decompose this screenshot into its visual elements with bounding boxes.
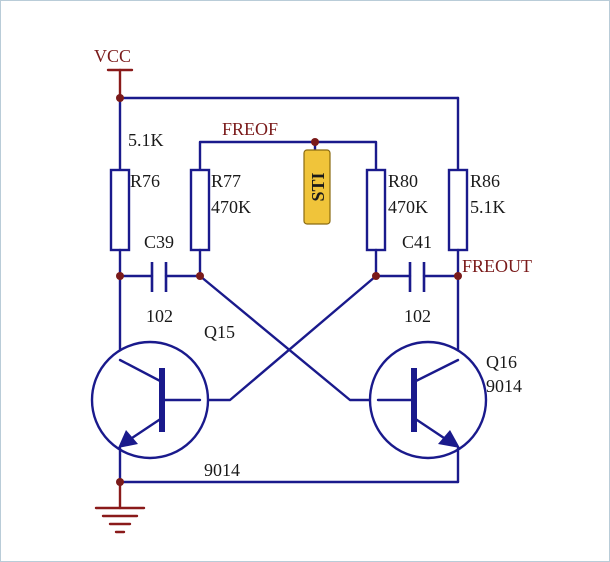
junction-dot <box>116 272 124 280</box>
r77-value-label: 470K <box>211 197 251 217</box>
crystal-sti: STI <box>303 149 331 225</box>
c41-value-label: 102 <box>404 306 431 326</box>
vcc-symbol <box>106 68 134 100</box>
ground-symbol <box>94 480 146 534</box>
q15-name-label: Q15 <box>204 322 235 342</box>
resistor-r86 <box>447 168 469 252</box>
resistor-r80 <box>365 168 387 252</box>
junction-dot <box>196 272 204 280</box>
crystal-label: STI <box>308 172 328 201</box>
r86-name-label: R86 <box>470 171 500 191</box>
freof-net-label: FREOF <box>222 119 278 139</box>
freof-wire <box>198 140 378 172</box>
junction-dot <box>311 138 319 146</box>
r86-value-label: 5.1K <box>470 197 506 217</box>
q16-name-label: Q16 <box>486 352 517 372</box>
r76-name-label: R76 <box>130 171 160 191</box>
junction-dot <box>116 478 124 486</box>
c41-name-label: C41 <box>402 232 432 252</box>
capacitor-c41 <box>374 262 460 292</box>
transistor-q15 <box>90 340 210 460</box>
freout-net-label: FREOUT <box>462 256 532 276</box>
resistor-r77 <box>189 168 211 252</box>
junction-dot <box>116 94 124 102</box>
c39-name-label: C39 <box>144 232 174 252</box>
vcc-label: VCC <box>94 46 131 66</box>
r80-value-label: 470K <box>388 197 428 217</box>
r80-name-label: R80 <box>388 171 418 191</box>
r76-value-label: 5.1K <box>128 130 164 150</box>
junction-dot <box>454 272 462 280</box>
q15-model-label: 9014 <box>204 460 240 480</box>
c39-value-label: 102 <box>146 306 173 326</box>
resistor-r76 <box>109 168 131 252</box>
capacitor-c39 <box>118 262 202 292</box>
transistor-q16 <box>368 340 488 460</box>
r77-name-label: R77 <box>211 171 241 191</box>
junction-dot <box>372 272 380 280</box>
q16-model-label: 9014 <box>486 376 522 396</box>
